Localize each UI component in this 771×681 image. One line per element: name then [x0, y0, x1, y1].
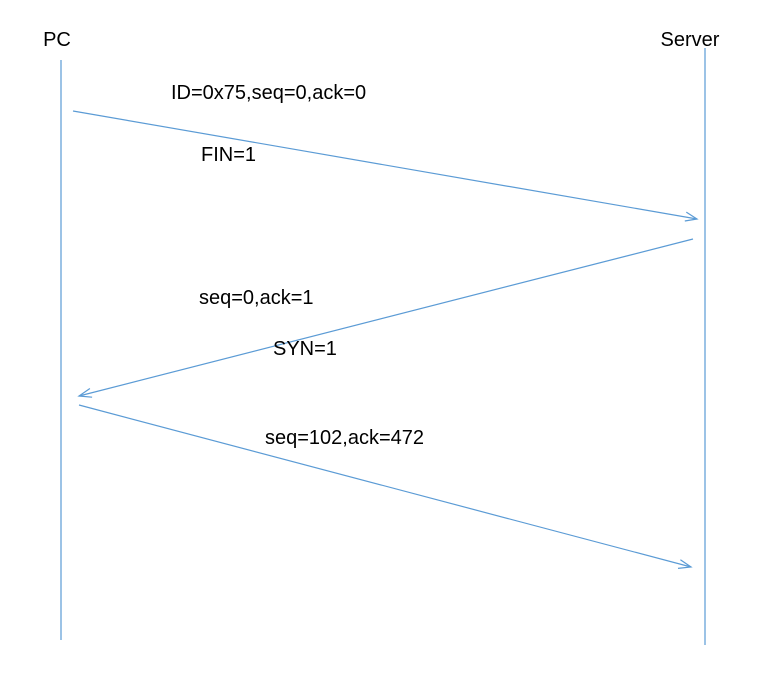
message-3-arrow-line [78, 404, 692, 568]
participant-pc-label: PC [43, 29, 71, 51]
message-3-arrowhead [677, 559, 693, 569]
message-1: ID=0x75,seq=0,ack=0 FIN=1 [72, 82, 699, 222]
message-2-flag: SYN=1 [273, 338, 337, 360]
message-1-label: ID=0x75,seq=0,ack=0 [171, 82, 366, 104]
message-2: seq=0,ack=1 SYN=1 [77, 238, 694, 398]
message-2-label: seq=0,ack=1 [199, 287, 314, 309]
participant-server-label: Server [661, 29, 720, 51]
message-3: seq=102,ack=472 [78, 404, 693, 569]
message-1-arrow-line [72, 110, 698, 220]
message-1-flag: FIN=1 [201, 144, 256, 166]
message-2-arrowhead [77, 388, 93, 398]
message-2-arrow-line [78, 238, 694, 397]
message-1-arrowhead [684, 211, 699, 222]
message-3-label: seq=102,ack=472 [265, 427, 424, 449]
